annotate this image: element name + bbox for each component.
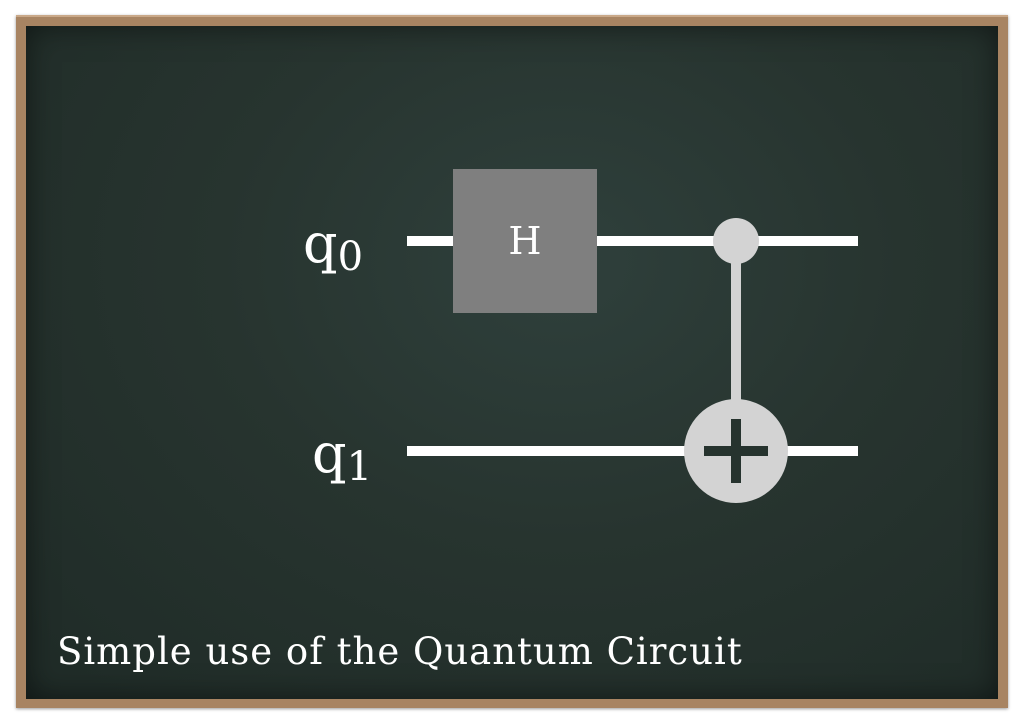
control-dot (713, 218, 759, 264)
cnot-gate (684, 218, 788, 503)
hadamard-gate: H (453, 169, 597, 313)
chalkboard (26, 26, 998, 699)
caption: Simple use of the Quantum Circuit (57, 630, 743, 673)
qubit-label-q0: q0 (303, 212, 363, 280)
hadamard-gate-label: H (508, 219, 541, 263)
chalkboard-frame (16, 15, 1008, 708)
qubit-label-q1: q1 (312, 422, 372, 490)
